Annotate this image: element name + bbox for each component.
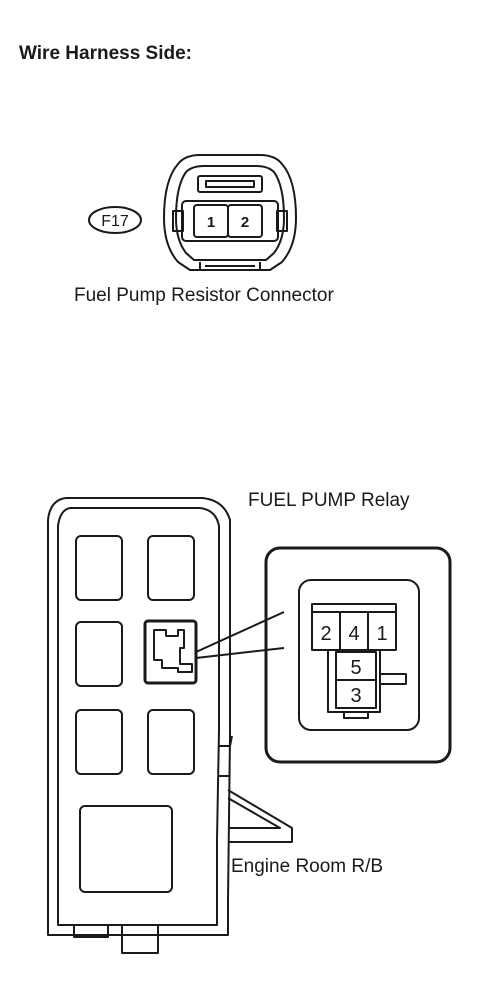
engine-room-relay-block [47,497,293,954]
relay-pin: 4 [348,623,359,645]
connector-code-badge: F17 [88,206,142,234]
relay-pin: 1 [376,623,387,645]
connector-label: Fuel Pump Resistor Connector [74,285,334,306]
connector-pin: 2 [241,214,249,231]
connector-pin: 1 [207,214,215,231]
relay-pin: 5 [350,657,361,679]
page-title: Wire Harness Side: [19,43,193,64]
relay-pin: 2 [320,623,331,645]
connector-code: F17 [101,213,129,230]
relay-pin: 3 [350,685,361,707]
fuel-pump-relay-detail: 2 4 1 5 3 [264,546,452,764]
relay-block-label: Engine Room R/B [231,856,384,877]
relay-title: FUEL PUMP Relay [248,490,410,511]
fuel-pump-resistor-connector: 1 2 [163,154,297,271]
